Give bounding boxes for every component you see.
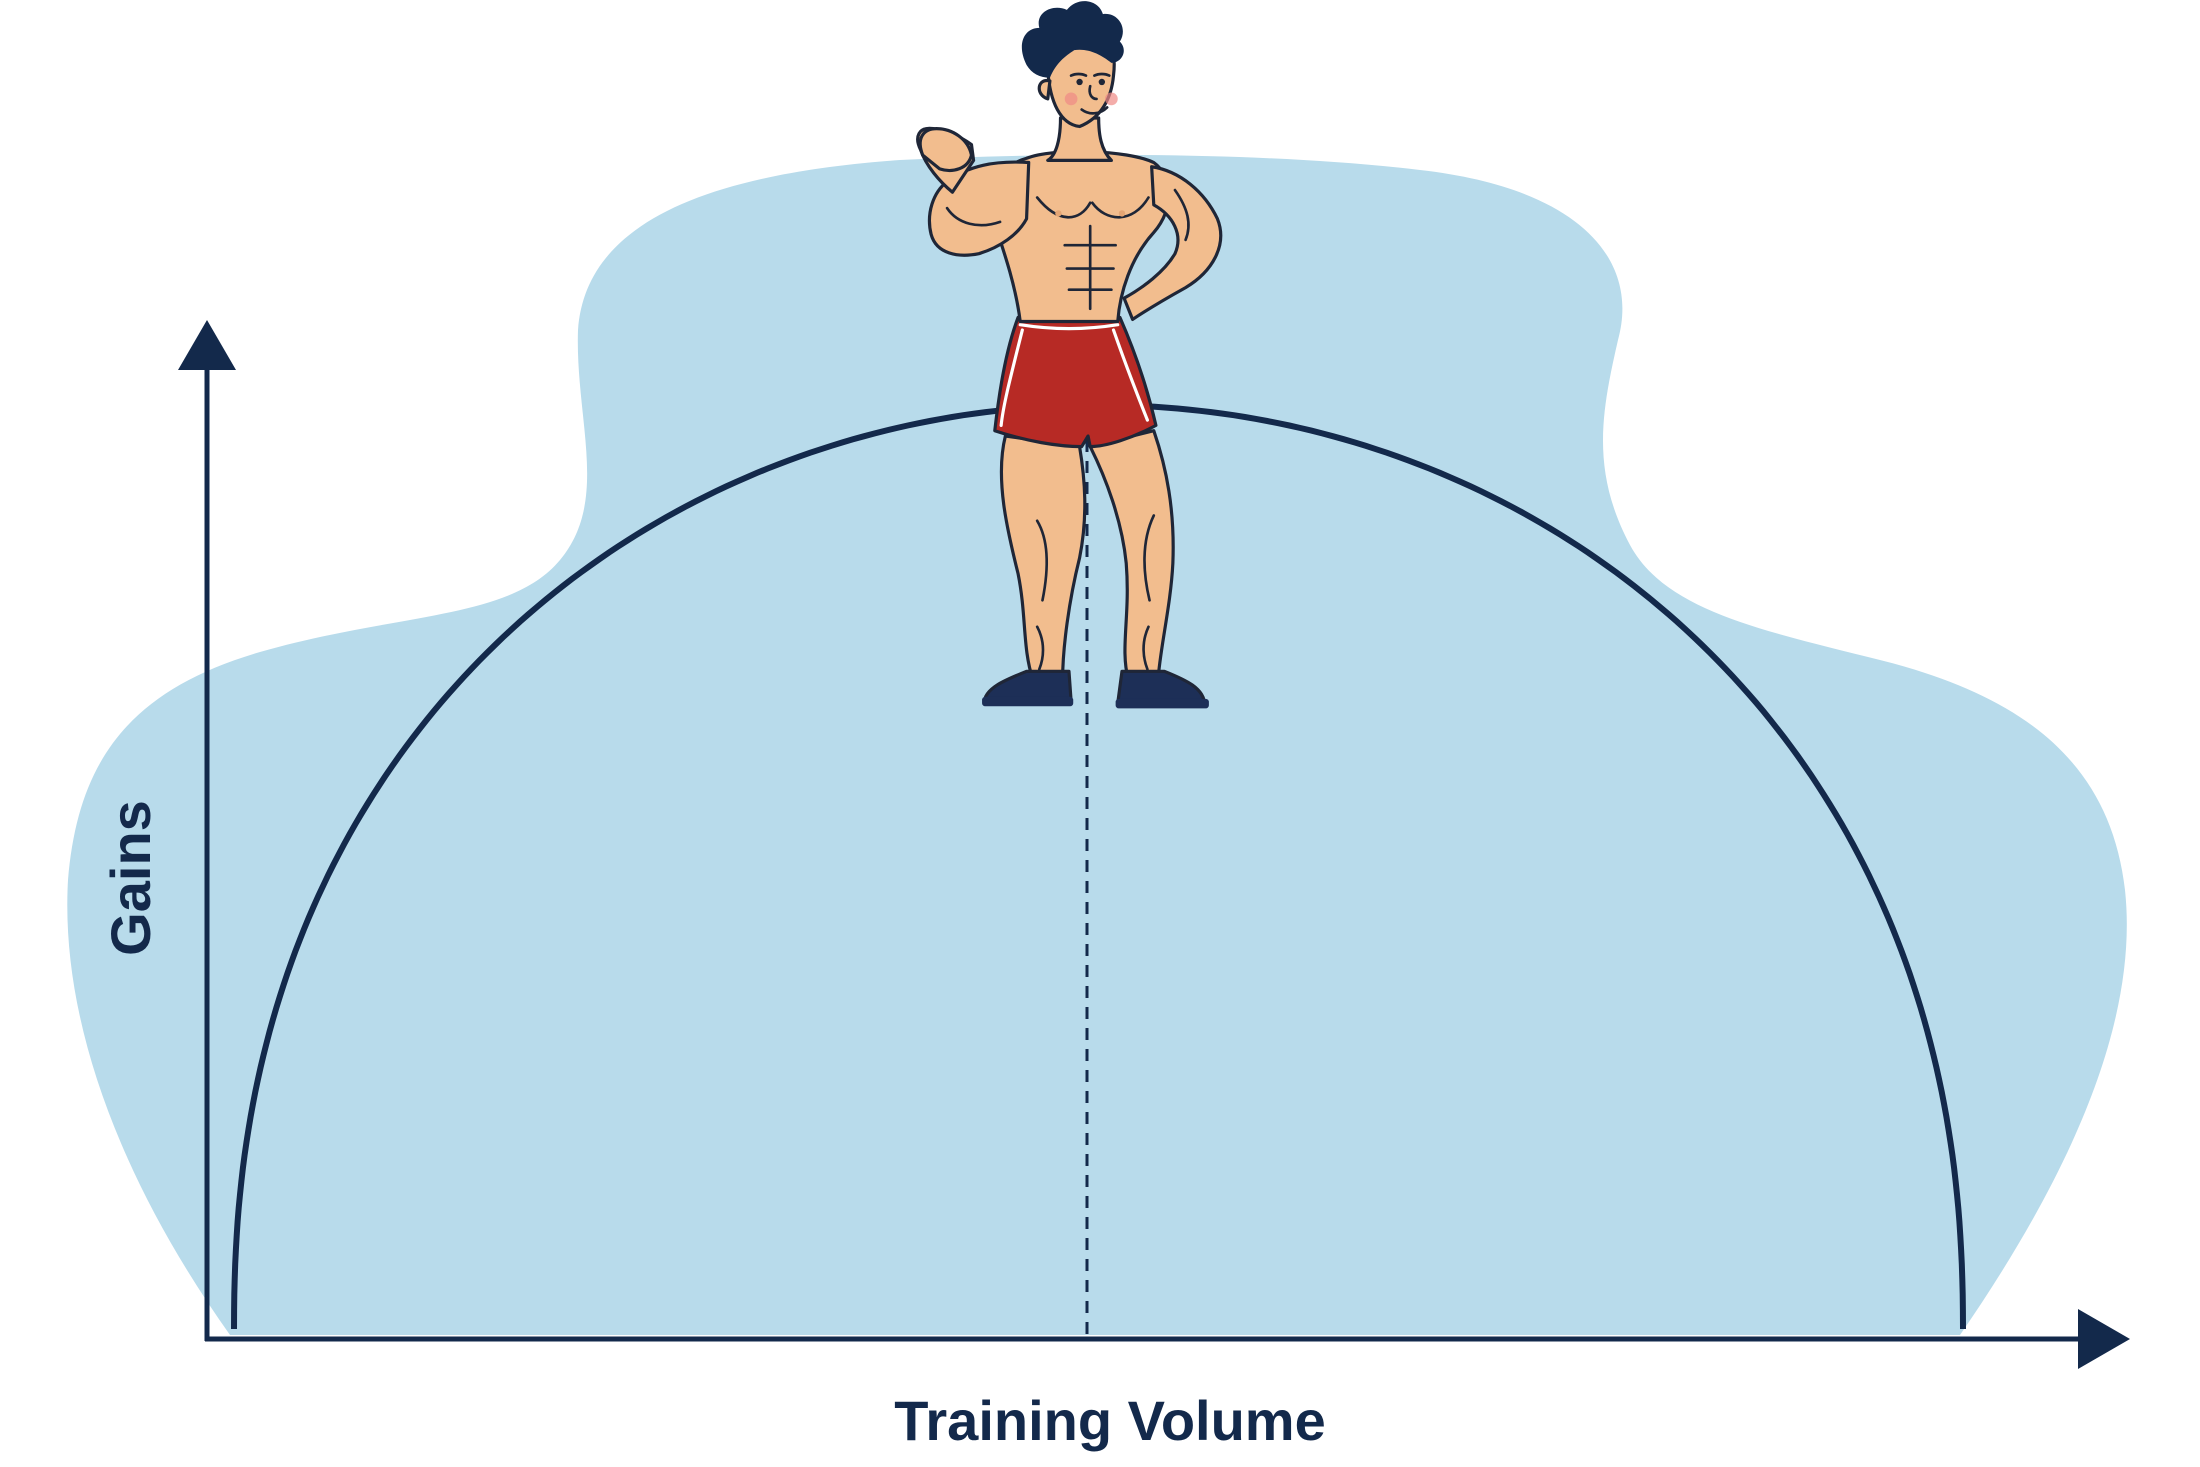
x-axis-arrowhead [2078, 1309, 2130, 1369]
muscular-man-flexing-icon [916, 1, 1223, 709]
axes [178, 320, 2130, 1369]
y-axis-label: Gains [99, 800, 162, 956]
y-axis-arrowhead [178, 320, 236, 370]
x-axis-label: Training Volume [894, 1389, 1325, 1452]
background-blob-shape [67, 154, 2127, 1335]
